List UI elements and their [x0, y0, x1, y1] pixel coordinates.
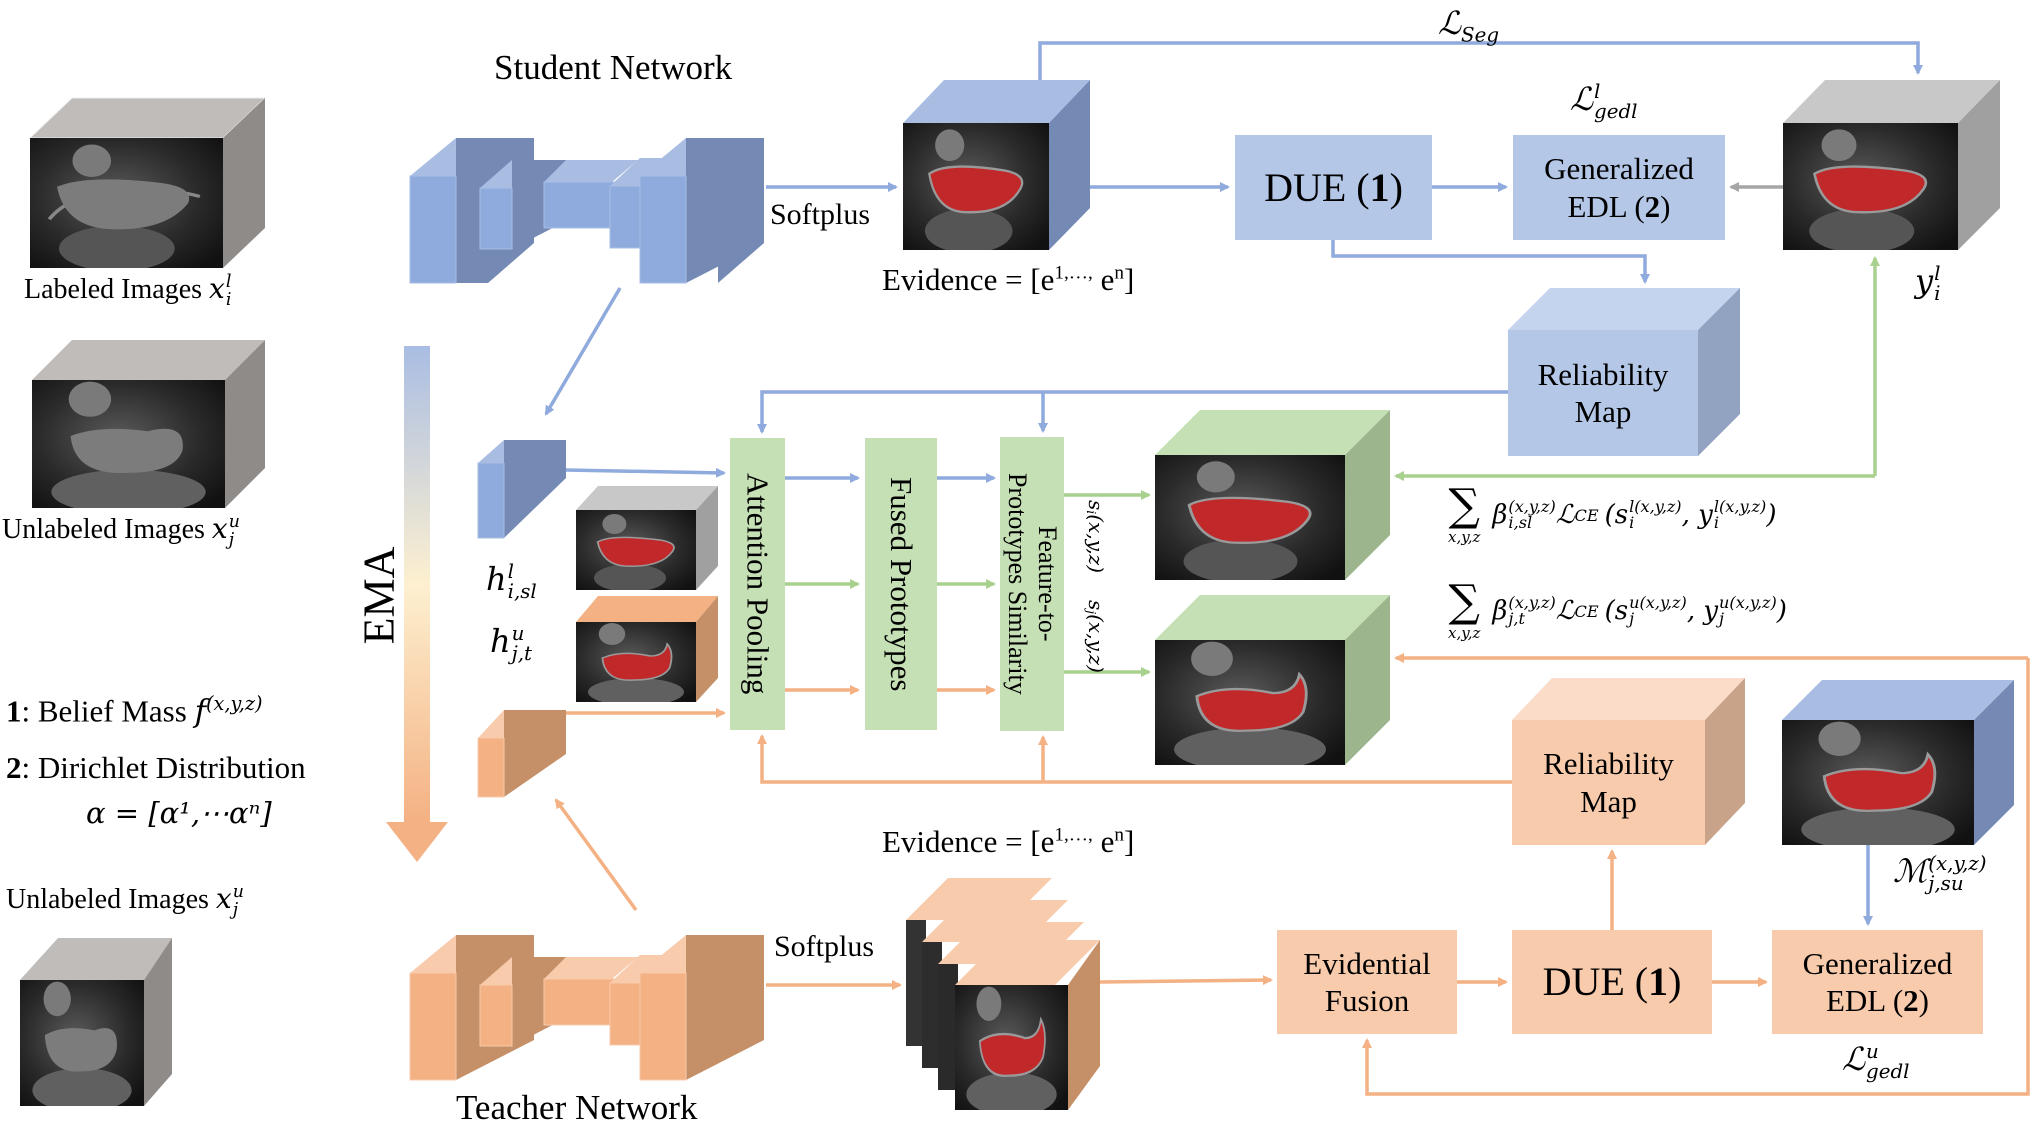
s-j-label: sj(x,y,z) [1084, 600, 1108, 673]
ema-arrow [386, 346, 448, 862]
reliability-map-teacher-cube [1512, 678, 1745, 845]
teacher-network-label: Teacher Network [456, 1088, 698, 1127]
evidential-fusion-bg [1277, 930, 1457, 1034]
student-evidence-cube [903, 80, 1090, 250]
arrow-loss-seg [1038, 41, 1923, 80]
arrows [544, 41, 2030, 1096]
student-prediction-cube [1155, 410, 1390, 580]
arrow-feature-to-attention [565, 467, 726, 478]
fused-prototypes-bg [865, 438, 937, 730]
legend-item-belief-mass: 1: Belief Mass f(x,y,z) [6, 692, 263, 730]
softplus-label-student: Softplus [770, 198, 871, 231]
arrow-teacher-to-feature [554, 798, 638, 912]
due-box-top-bg [1235, 135, 1432, 240]
feature-proto-bg [1000, 437, 1064, 731]
evidential-fusion-box: Evidential Fusion [1303, 945, 1431, 1018]
teacher-network-blocks [409, 935, 764, 1081]
feature-cube-teacher [477, 710, 566, 798]
gen-edl-box-bottom-bg [1772, 930, 1983, 1034]
student-network-label: Student Network [494, 48, 733, 87]
legend-alpha-formula: α = [α¹,⋯αⁿ] [86, 796, 272, 830]
unlabeled-image-cube-bottom [20, 938, 172, 1106]
fused-prototypes-box: Fused Prototypes [883, 476, 919, 692]
due-box-top: DUE (1) [1264, 164, 1403, 210]
arrow-reliability-to-attention-orange [757, 734, 1512, 784]
reliability-map-bottom: Reliability Map [1543, 746, 1674, 819]
due-box-bottom-bg [1512, 930, 1712, 1034]
gen-edl-box-top: Generalized EDL (2) [1544, 151, 1694, 224]
teacher-mask-cube [1782, 680, 2014, 845]
teacher-evidence-stack [906, 878, 1100, 1110]
gen-edl-box-bottom: Generalized EDL (2) [1802, 945, 1953, 1018]
ema-label: EMA [354, 546, 404, 645]
loss-seg-label: ℒSeg [1438, 4, 1500, 47]
evidence-label-teacher: Evidence = [e1,…, en] [882, 824, 1135, 859]
teacher-prediction-cube [1155, 595, 1390, 765]
small-mask-cube-labeled [576, 486, 718, 590]
feature-proto-similarity-box: Feature-to-Prototypes Similarity [1003, 473, 1062, 695]
small-mask-cube-unlabeled [576, 596, 718, 702]
arrow-student-to-feature [544, 287, 622, 416]
legend-item-dirichlet: 2: Dirichlet Distribution [6, 750, 306, 785]
arrow-due-to-reliability [1331, 240, 1650, 284]
student-network-blocks [409, 138, 764, 284]
labeled-image-cube [28, 97, 267, 268]
arrow-reliability-to-attention [757, 390, 1508, 434]
feature-cube-student [477, 440, 566, 539]
arrow-evidence-to-fusion [1099, 975, 1273, 986]
reliability-map-student-cube [1508, 288, 1740, 456]
reliability-map-top: Reliability Map [1537, 356, 1669, 429]
attention-pooling-box: Attention Pooling [740, 473, 776, 695]
arrow-loss-to-fusion [1362, 658, 2030, 1096]
unlabeled-image-cube-top [32, 340, 265, 508]
due-box-bottom: DUE (1) [1542, 959, 1682, 1004]
attention-pooling-bg [730, 438, 785, 730]
gen-edl-box-top-bg [1513, 135, 1725, 240]
softplus-label-teacher: Softplus [774, 930, 875, 963]
m-j-su-label: ℳ(x,y,z)j,su [1893, 851, 1987, 895]
ground-truth-cube [1783, 80, 2000, 250]
s-i-label: si(x,y,z) [1084, 500, 1108, 574]
evidence-label-student: Evidence = [e1,…, en] [882, 262, 1135, 297]
